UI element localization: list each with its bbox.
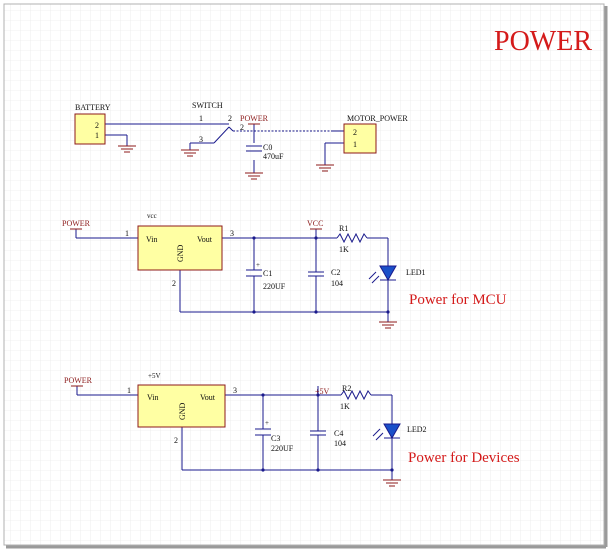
battery-pin-2: 2 [95,121,99,130]
reg1-wires [75,229,389,322]
ground-symbol [181,149,199,157]
sheet-border [3,3,605,546]
ground-symbol [379,321,397,329]
c0-pin-2: 2 [240,123,244,132]
r1-ref: R1 [339,224,348,233]
c2-ref: C2 [331,268,340,277]
reg1-pin-3: 3 [230,229,234,238]
led2-label: LED2 [407,425,427,434]
c1-plus: + [256,261,260,269]
c4-ref: C4 [334,429,343,438]
reg2-vout: Vout [200,393,216,402]
reg2-gnd: GND [178,402,187,420]
led2-symbol [372,423,401,441]
led1-symbol [368,265,397,284]
r2-value: 1K [340,402,350,411]
sheet-title: POWER [494,26,592,57]
led1-label: LED1 [406,268,426,277]
switch-label: SWITCH [192,101,223,110]
c2-value: 104 [331,279,343,288]
reg1-input-net: POWER [62,219,91,228]
ground-symbol [245,172,263,180]
motor-power-connector [343,123,377,154]
reg1-output-net: VCC [307,219,323,228]
r1-value: 1K [339,245,349,254]
battery-section [105,123,344,173]
reg1-pin-1: 1 [125,229,129,238]
reg2-pin-3: 3 [233,386,237,395]
battery-pin-1: 1 [95,131,99,140]
c0-net-label: POWER [240,114,269,123]
reg2-vin: Vin [147,393,159,402]
reg1-vout: Vout [197,235,213,244]
c3-ref: C3 [271,434,280,443]
ground-symbol [316,164,334,172]
devices-power-caption: Power for Devices [408,450,520,466]
battery-label: BATTERY [75,103,111,112]
reg1-pin-2: 2 [172,279,176,288]
sheet-grid [4,4,604,545]
reg1-junctions [252,236,390,314]
switch-pin-2: 2 [228,114,232,123]
r2-ref: R2 [342,384,351,393]
c1-ref: C1 [263,269,272,278]
motor-pin-2: 2 [353,128,357,137]
reg2-input-net: POWER [64,376,93,385]
c1-value: 220UF [263,282,286,291]
reg2-junctions [261,393,394,472]
ground-symbol [383,479,401,487]
mcu-power-caption: Power for MCU [409,292,507,308]
c4-value: 104 [334,439,346,448]
reg2-vcc-label: +5V [148,372,161,380]
c0-value: 470uF [263,152,284,161]
reg1-vcc-label: vcc [147,212,157,220]
c0-ref: C0 [263,143,272,152]
reg2-pin-1: 1 [127,386,131,395]
reg2-wires [76,386,393,480]
reg2-pin-2: 2 [174,436,178,445]
reg1-gnd: GND [176,244,185,262]
regulator-2-body [137,384,226,428]
battery-connector [74,113,106,145]
switch-pin-3: 3 [199,135,203,144]
c3-value: 220UF [271,444,294,453]
switch-pin-1: 1 [199,114,203,123]
ground-symbol [118,145,136,153]
motor-power-label: MOTOR_POWER [347,114,408,123]
c3-plus: + [265,419,269,427]
regulator-1-body [137,225,223,271]
reg2-output-net: +5V [315,387,330,396]
motor-pin-1: 1 [353,140,357,149]
reg1-vin: Vin [146,235,158,244]
